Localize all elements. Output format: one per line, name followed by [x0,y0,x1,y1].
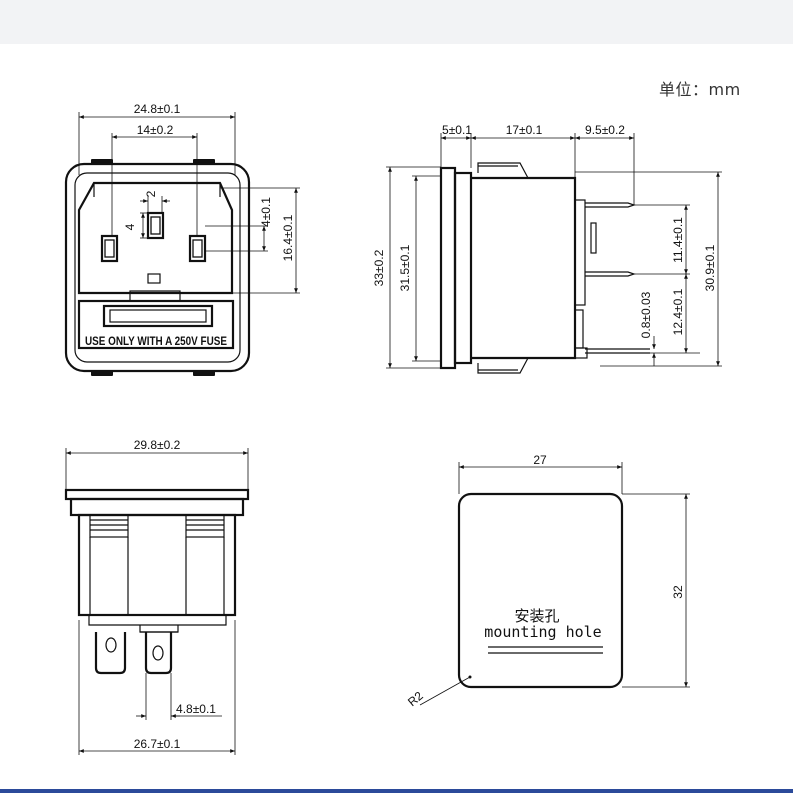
front-width-dim: 24.8±0.1 [134,102,181,116]
front-socket-height-dim: 4±0.1 [259,197,273,227]
front-pin-span-dim: 14±0.2 [137,123,174,137]
side-inner-height-dim: 31.5±0.1 [398,244,412,291]
front-pin-height-dim: 4 [123,223,137,230]
side-depth-dim: 17±0.1 [506,123,543,137]
mounting-radius-dim: R2 [405,688,426,709]
top-band [0,0,793,44]
side-total-height-dim: 30.9±0.1 [703,244,717,291]
side-lower-offset-dim: 12.4±0.1 [671,288,685,335]
bottom-border [0,789,793,793]
bottom-terminal-spacing-dim: 4.8±0.1 [176,702,216,716]
mounting-hole-view: 27 32 安装孔 mounting hole R2 [405,453,690,709]
side-overall-height-dim: 33±0.2 [372,249,386,286]
front-pin-width-dim: 2 [144,190,158,197]
front-body-height-dim: 16.4±0.1 [281,214,295,261]
front-view: 24.8±0.1 14±0.2 [64,102,300,376]
fuse-warning-label: USE ONLY WITH A 250V FUSE [85,334,227,348]
side-terminal-dim: 9.5±0.2 [585,123,625,137]
side-terminal-spacing-dim: 11.4±0.1 [671,217,685,263]
side-view: 5±0.1 17±0.1 9.5±0.2 33±0.2 31.5±0.1 [372,123,722,374]
mounting-label-en: mounting hole [484,623,601,641]
side-tab-thickness-dim: 0.8±0.03 [639,291,653,338]
units-label: 单位：mm [659,80,741,99]
bottom-flange-width-dim: 29.8±0.2 [134,438,181,452]
mounting-height-dim: 32 [671,585,685,599]
bottom-view: 29.8±0.2 [64,438,250,755]
side-flange-dim: 5±0.1 [442,123,472,137]
mounting-label-cn: 安装孔 [514,607,559,625]
mounting-width-dim: 27 [533,453,547,467]
bottom-body-width-dim: 26.7±0.1 [134,737,181,751]
